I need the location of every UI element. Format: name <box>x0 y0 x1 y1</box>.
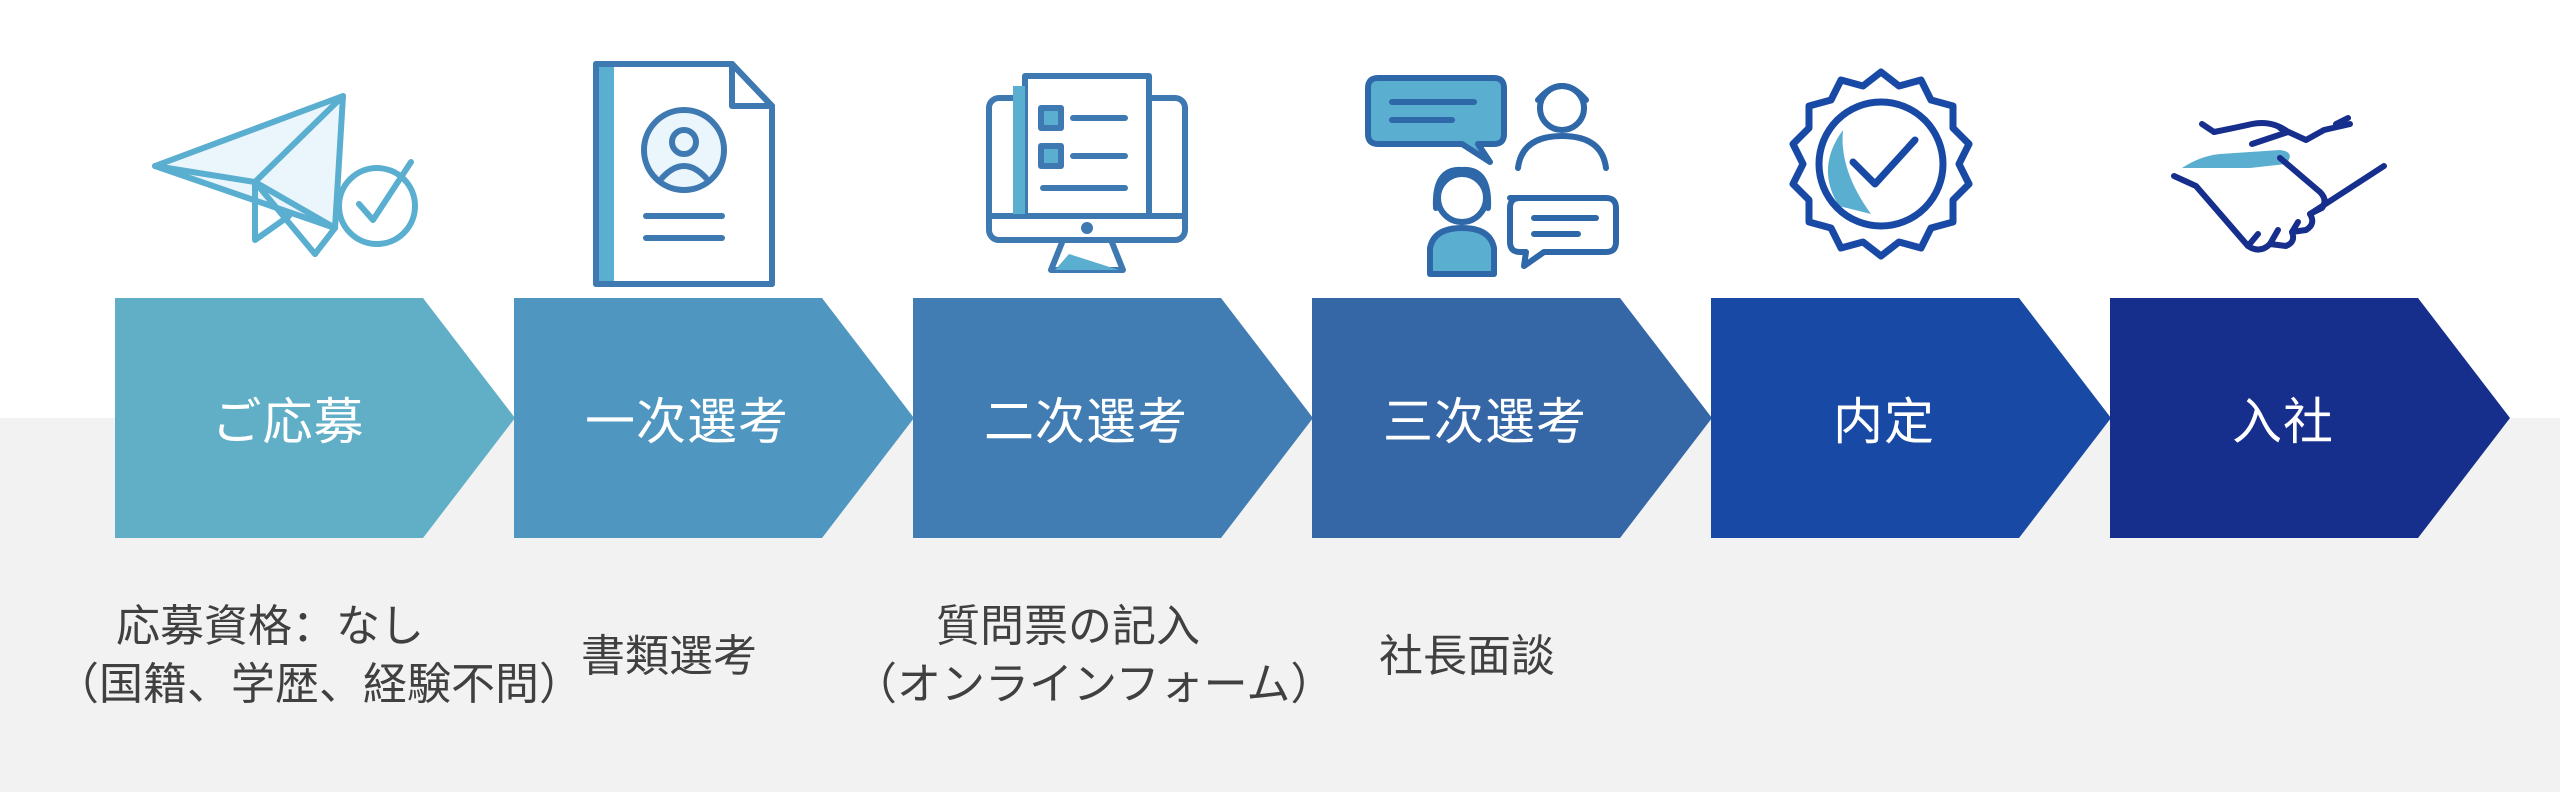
step-description: 応募資格：なし （国籍、学歴、経験不問） <box>55 598 583 714</box>
step-label: 入社 <box>2232 393 2334 451</box>
step-arrow-first-screening: 一次選考 <box>514 298 914 538</box>
step-label: 二次選考 <box>984 393 1188 451</box>
step-apply: ご応募 応募資格：なし （国籍、学歴、経験不問） <box>55 0 583 792</box>
step-label: ご応募 <box>211 393 365 451</box>
handshake-icon <box>2110 58 2450 288</box>
step-arrow-apply: ご応募 <box>115 298 515 538</box>
step-offer: 内定 <box>1711 0 2111 792</box>
step-description: 社長面談 <box>1252 628 1682 686</box>
step-description: 質問票の記入 （オンラインフォーム） <box>853 598 1335 714</box>
description-line: 質問票の記入 <box>936 601 1200 652</box>
approval-badge-icon <box>1711 58 2051 288</box>
step-arrow-second-screening: 二次選考 <box>913 298 1313 538</box>
step-description: 書類選考 <box>454 628 884 686</box>
step-arrow-joining: 入社 <box>2110 298 2510 538</box>
description-line: （国籍、学歴、経験不問） <box>55 659 583 710</box>
interview-chat-icon <box>1312 58 1652 288</box>
resume-document-icon <box>514 58 854 288</box>
description-line: 応募資格：なし <box>116 601 424 652</box>
step-arrow-offer: 内定 <box>1711 298 2111 538</box>
online-form-monitor-icon <box>913 58 1253 288</box>
step-second-screening: 二次選考 質問票の記入 （オンラインフォーム） <box>853 0 1334 792</box>
step-label: 内定 <box>1833 393 1935 451</box>
description-line: （オンラインフォーム） <box>853 659 1335 710</box>
step-joining: 入社 <box>2110 0 2510 792</box>
step-third-screening: 三次選考 社長面談 <box>1312 0 1712 792</box>
step-label: 一次選考 <box>585 393 789 451</box>
step-label: 三次選考 <box>1383 393 1587 451</box>
paper-plane-check-icon <box>115 58 455 288</box>
description-line: 書類選考 <box>581 631 757 682</box>
step-first-screening: 一次選考 書類選考 <box>514 0 914 792</box>
description-line: 社長面談 <box>1379 631 1555 682</box>
step-arrow-third-screening: 三次選考 <box>1312 298 1712 538</box>
